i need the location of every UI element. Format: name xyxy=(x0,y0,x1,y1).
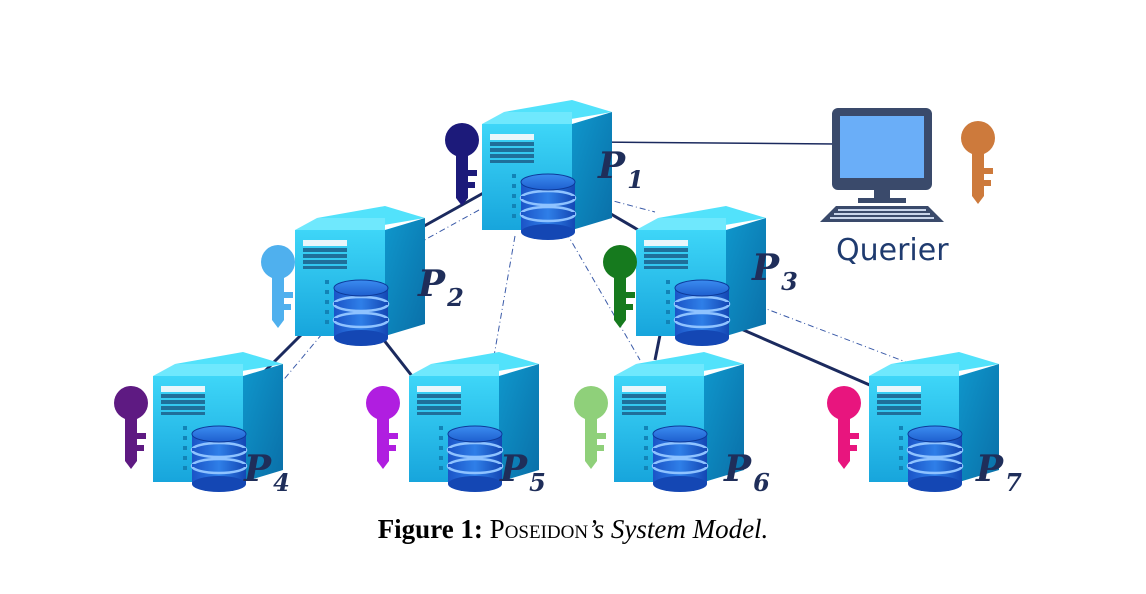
solid-edge-p1-querier xyxy=(591,141,837,145)
node-p1: P1 xyxy=(445,100,644,242)
node-p4: P4 xyxy=(114,352,290,497)
key-icon xyxy=(574,386,608,469)
node-label: P5 xyxy=(499,448,546,497)
key-icon xyxy=(961,121,995,204)
solid-edge-p3-p7 xyxy=(724,320,873,388)
node-p7: P7 xyxy=(827,352,1022,497)
node-label: P3 xyxy=(751,247,798,296)
node-label: P4 xyxy=(243,448,290,497)
database-icon xyxy=(673,278,731,348)
node-label: P7 xyxy=(975,448,1022,497)
node-p2: P2 xyxy=(261,206,464,348)
node-p6: P6 xyxy=(574,352,770,497)
key-icon xyxy=(445,123,479,206)
key-icon xyxy=(827,386,861,469)
node-label: P6 xyxy=(723,448,770,497)
caption-system-name: Poseidon xyxy=(489,514,589,544)
figure-caption: Figure 1: Poseidon’s System Model. xyxy=(0,514,1146,545)
database-icon xyxy=(906,424,964,494)
querier-label: Querier xyxy=(836,233,949,268)
node-label: P1 xyxy=(597,145,644,194)
database-icon xyxy=(519,172,577,242)
caption-title: ’s System Model. xyxy=(588,514,769,544)
database-icon xyxy=(446,424,504,494)
monitor-screen xyxy=(840,116,924,178)
key-icon xyxy=(261,245,295,328)
node-p3: P3 xyxy=(603,206,798,348)
key-icon xyxy=(366,386,400,469)
dashed-edge-p2-p4 xyxy=(264,333,323,403)
key-icon xyxy=(114,386,148,469)
database-icon xyxy=(332,278,390,348)
database-icon xyxy=(651,424,709,494)
node-p5: P5 xyxy=(366,352,546,497)
key-icon xyxy=(603,245,637,328)
database-icon xyxy=(190,424,248,494)
node-label: P2 xyxy=(417,263,464,312)
caption-figure-number: Figure 1: xyxy=(377,514,483,544)
dashed-edge-p1-p5 xyxy=(493,235,516,357)
querier: Querier xyxy=(820,108,949,268)
